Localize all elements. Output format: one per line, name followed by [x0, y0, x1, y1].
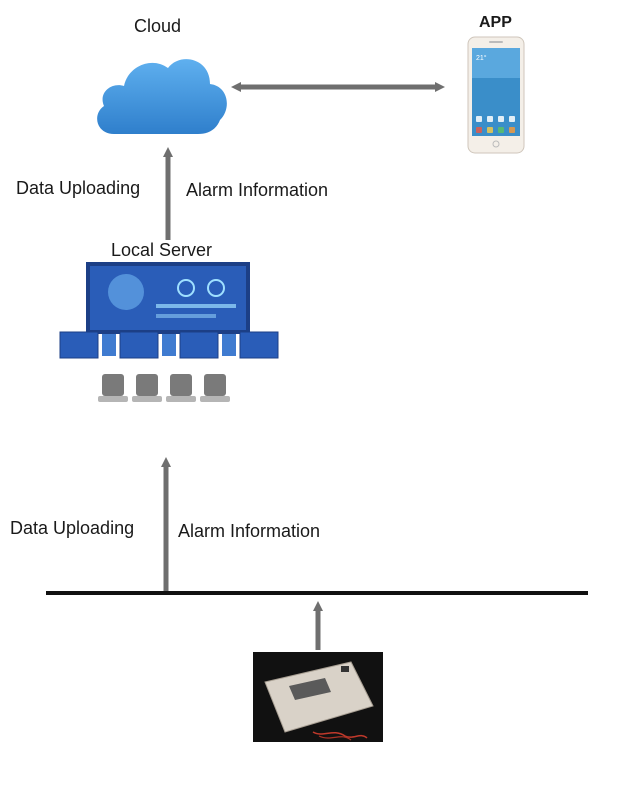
phone-icon: 21° — [467, 36, 525, 154]
local-server-icon — [59, 262, 279, 402]
lower-alarm-information-label: Alarm Information — [178, 521, 321, 541]
phone-time: 21° — [476, 54, 487, 62]
app-label: APP — [479, 14, 512, 31]
local-server-label: Local Server — [111, 240, 213, 260]
cloud-label: Cloud — [134, 16, 182, 36]
device-icon — [253, 652, 383, 742]
upper-data-uploading-label: Data Uploading — [16, 178, 141, 198]
cloud-icon — [97, 59, 227, 135]
lower-data-uploading-label: Data Uploading — [10, 518, 135, 538]
upper-alarm-information-label: Alarm Information — [186, 180, 329, 200]
